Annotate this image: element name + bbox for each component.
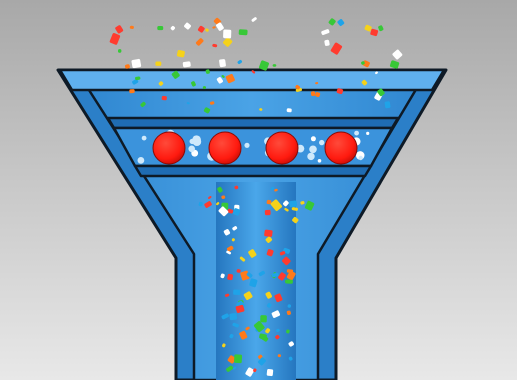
foam-particle xyxy=(359,156,363,160)
foam-particle xyxy=(319,140,324,145)
foam-particle xyxy=(138,157,145,164)
foam-particle xyxy=(307,153,314,160)
red-ball xyxy=(266,132,298,164)
confetti-particle xyxy=(155,61,161,66)
confetti-particle xyxy=(131,59,141,69)
confetti-particle xyxy=(183,61,191,67)
confetti-particle xyxy=(311,91,316,96)
confetti-particle xyxy=(129,89,135,93)
foam-particle xyxy=(309,146,317,154)
confetti-particle xyxy=(219,59,226,67)
foam-particle xyxy=(142,136,147,141)
confetti-particle xyxy=(273,64,277,67)
foam-particle xyxy=(193,136,197,140)
red-ball xyxy=(209,132,241,164)
confetti-particle xyxy=(223,29,231,38)
confetti-particle xyxy=(239,29,248,35)
foam-particle xyxy=(318,159,322,163)
stream-particle xyxy=(265,210,271,216)
foam-particle xyxy=(366,132,369,135)
stream-particle xyxy=(264,229,273,237)
stream-particle xyxy=(285,279,293,283)
confetti-particle xyxy=(177,50,186,58)
stream-particle xyxy=(227,274,233,281)
foam-particle xyxy=(188,146,195,153)
confetti-particle xyxy=(157,26,163,30)
confetti-particle xyxy=(118,49,122,53)
funnel-rail-bottom xyxy=(135,166,371,176)
stream-particle xyxy=(260,315,267,322)
stream-particle xyxy=(289,200,297,207)
funnel-rail-top xyxy=(108,118,398,128)
red-ball xyxy=(153,132,185,164)
foam-particle xyxy=(354,131,359,136)
red-ball xyxy=(325,132,357,164)
stream-particle xyxy=(229,313,237,321)
funnel-rim xyxy=(60,70,444,90)
confetti-particle xyxy=(384,101,390,108)
stream-particle xyxy=(234,354,242,363)
foam-particle xyxy=(244,143,249,148)
stream-particle xyxy=(233,289,240,295)
stream-particle xyxy=(267,369,274,376)
confetti-particle xyxy=(287,108,292,112)
foam-particle xyxy=(311,136,316,141)
confetti-particle xyxy=(162,96,168,101)
